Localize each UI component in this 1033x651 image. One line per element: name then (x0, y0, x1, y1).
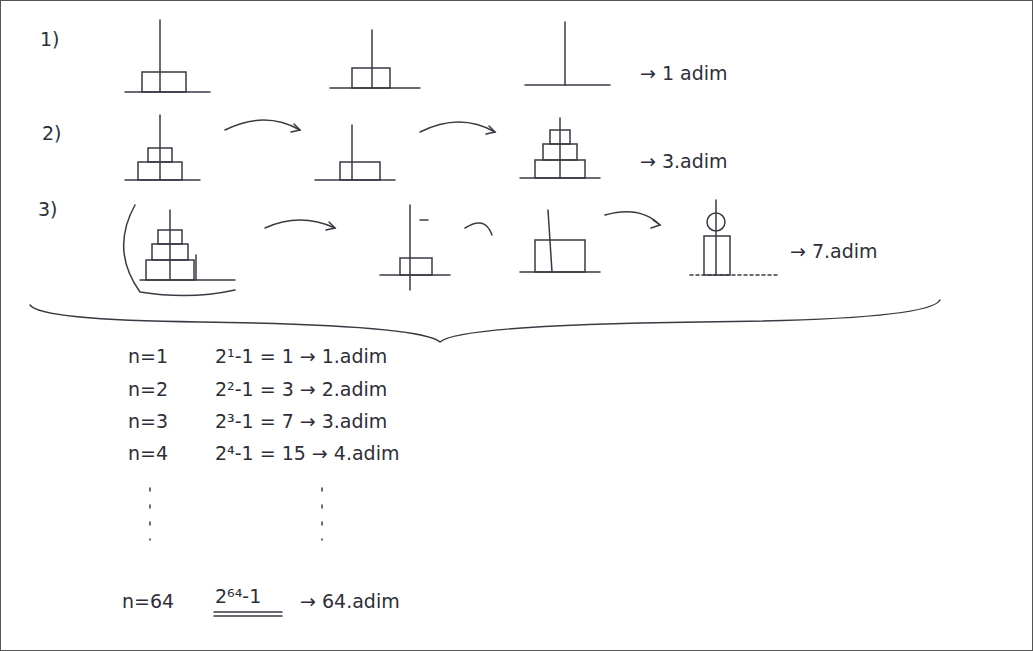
row-number: 1) (40, 28, 60, 51)
n-value: n=3 (128, 410, 168, 433)
n-value: n=64 (122, 590, 174, 613)
row-number: 2) (42, 122, 62, 145)
step-note: → 1 adim (640, 62, 728, 85)
formula: 2⁶⁴-1 (215, 585, 261, 608)
step-note: → 7.adim (790, 240, 878, 263)
formula: 2¹-1 = 1 → 1.adim (215, 345, 387, 368)
formula: 2²-1 = 3 → 2.adim (215, 378, 387, 401)
n-value: n=4 (128, 442, 168, 465)
step-note: → 64.adim (300, 590, 400, 613)
step-note: → 3.adim (640, 150, 728, 173)
n-value: n=2 (128, 378, 168, 401)
formula: 2⁴-1 = 15 → 4.adim (215, 442, 399, 465)
row-number: 3) (38, 198, 58, 221)
formula: 2³-1 = 7 → 3.adim (215, 410, 387, 433)
n-value: n=1 (128, 345, 168, 368)
